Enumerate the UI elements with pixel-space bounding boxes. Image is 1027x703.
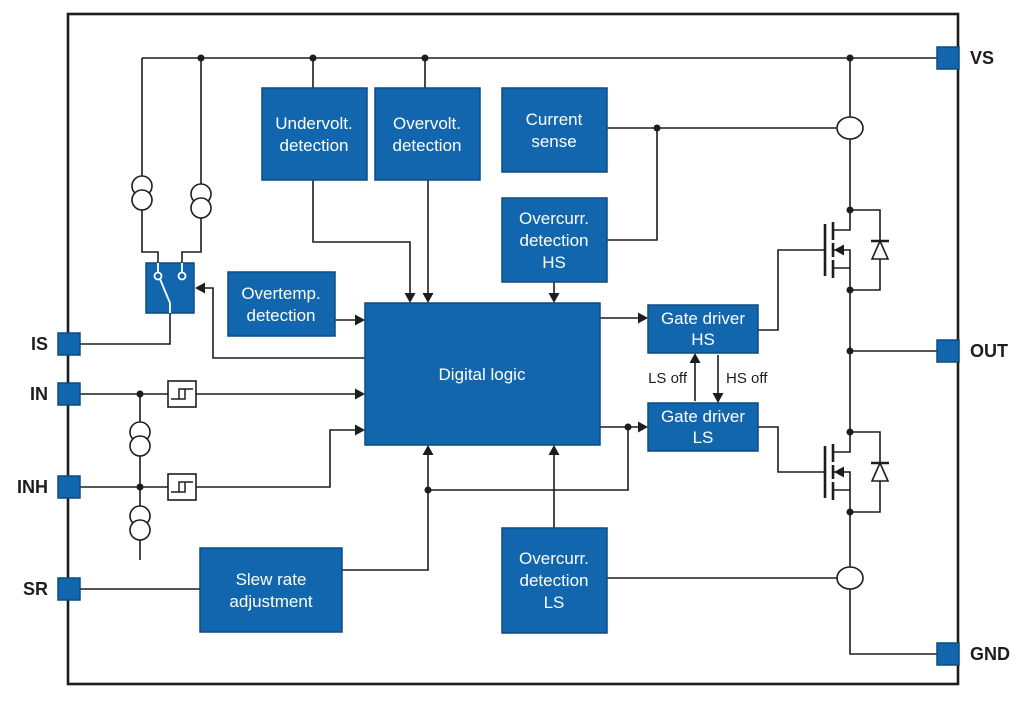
current-source-icon (129, 505, 151, 541)
pin-in-pad (57, 382, 81, 406)
hs-sense-loop-icon (836, 116, 864, 140)
pin-gnd: GND (936, 642, 1010, 666)
pin-inh-label: INH (17, 477, 48, 497)
gate-driver-hs-block: Gate driver HS (647, 304, 759, 354)
overcurr-detection-hs-block: Overcurr. detection HS (501, 197, 608, 283)
undervolt-detection-label: Undervolt. (275, 114, 352, 133)
wires (80, 57, 937, 655)
current-source-icon (131, 175, 153, 211)
pin-out-label: OUT (970, 341, 1008, 361)
gate-driver-ls-block: Gate driver LS (647, 402, 759, 452)
pin-is: IS (31, 332, 81, 356)
arrowheads (195, 282, 724, 455)
undervolt-detection-label: detection (280, 136, 349, 155)
undervolt-detection-box (261, 87, 368, 181)
schmitt-trigger-icon (167, 380, 197, 408)
pin-vs-label: VS (970, 48, 994, 68)
current-sense-block: Current sense (501, 87, 608, 173)
digital-logic-box (364, 302, 601, 446)
pin-sr: SR (23, 577, 81, 601)
slew-rate-adjustment-block: Slew rate adjustment (199, 547, 343, 633)
overtemp-detection-box (227, 271, 336, 337)
overcurr-detection-ls-label: LS (544, 593, 565, 612)
overcurr-detection-hs-box (501, 197, 608, 283)
pin-in-label: IN (30, 384, 48, 404)
ls-off-label: LS off (648, 370, 688, 387)
hs-off-label: HS off (726, 370, 768, 387)
overtemp-detection-block: Overtemp. detection (227, 271, 336, 337)
ls-sense-loop-icon (836, 566, 864, 590)
overcurr-detection-hs-label: detection (520, 231, 589, 250)
digital-logic-label: Digital logic (439, 365, 526, 384)
overcurr-detection-ls-label: detection (520, 571, 589, 590)
pin-gnd-label: GND (970, 644, 1010, 664)
pin-is-pad (57, 332, 81, 356)
overtemp-detection-label: Overtemp. (241, 284, 320, 303)
gate-driver-ls-box (647, 402, 759, 452)
overvolt-detection-label: detection (393, 136, 462, 155)
pin-vs-pad (936, 46, 960, 70)
gate-driver-hs-box (647, 304, 759, 354)
current-sense-label: Current (526, 110, 583, 129)
pin-inh: INH (17, 475, 81, 499)
overcurr-detection-ls-block: Overcurr. detection LS (501, 527, 608, 634)
overcurr-detection-hs-label: Overcurr. (519, 209, 589, 228)
overcurr-detection-hs-label: HS (542, 253, 566, 272)
overcurr-detection-ls-box (501, 527, 608, 634)
gate-driver-hs-label: HS (691, 330, 715, 349)
undervolt-detection-block: Undervolt. detection (261, 87, 368, 181)
sense-switch-block (145, 262, 195, 314)
pin-out: OUT (936, 339, 1008, 363)
pin-sr-label: SR (23, 579, 48, 599)
switch-lever-icon (157, 263, 183, 313)
overcurr-detection-ls-label: Overcurr. (519, 549, 589, 568)
pin-sr-pad (57, 577, 81, 601)
pin-vs: VS (936, 46, 994, 70)
gate-driver-ls-label: LS (693, 428, 714, 447)
pin-out-pad (936, 339, 960, 363)
overvolt-detection-block: Overvolt. detection (374, 87, 481, 181)
pin-inh-pad (57, 475, 81, 499)
current-sense-label: sense (531, 132, 576, 151)
pin-gnd-pad (936, 642, 960, 666)
overvolt-detection-box (374, 87, 481, 181)
slew-rate-adjustment-box (199, 547, 343, 633)
junction-dots (136, 54, 854, 516)
current-sense-box (501, 87, 608, 173)
gate-driver-ls-label: Gate driver (661, 407, 745, 426)
slew-rate-adjustment-label: adjustment (229, 592, 312, 611)
gate-driver-hs-label: Gate driver (661, 309, 745, 328)
overvolt-detection-label: Overvolt. (393, 114, 461, 133)
hs-body-diode-icon (870, 239, 890, 260)
ls-mosfet-body-arrow (834, 466, 844, 478)
current-source-icon (190, 183, 212, 219)
ls-body-diode-icon (870, 461, 890, 482)
overtemp-detection-label: detection (247, 306, 316, 325)
slew-rate-adjustment-label: Slew rate (236, 570, 307, 589)
digital-logic-block: Digital logic (364, 302, 601, 446)
pin-in: IN (30, 382, 81, 406)
pin-is-label: IS (31, 334, 48, 354)
current-source-icon (129, 421, 151, 457)
hs-mosfet-body-arrow (834, 244, 844, 256)
schmitt-trigger-icon (167, 473, 197, 501)
